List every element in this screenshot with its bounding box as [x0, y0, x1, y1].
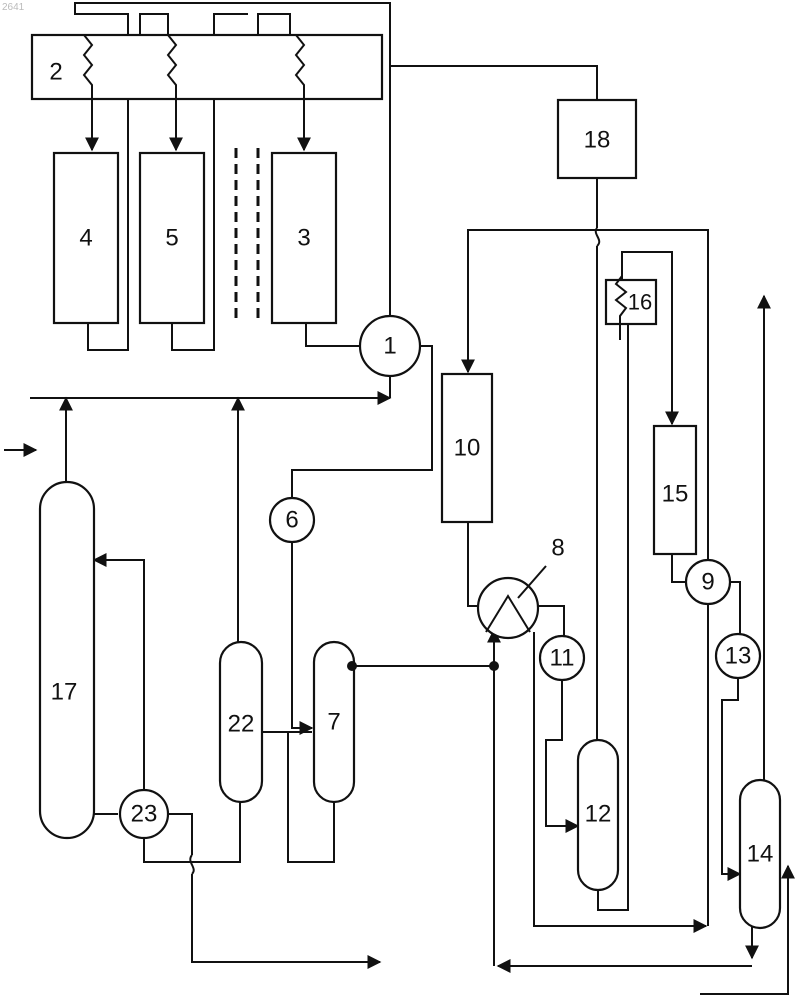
line-5-top-loop: [140, 14, 168, 34]
line-8-to-11: [538, 606, 564, 636]
unit-13-label: 13: [725, 643, 752, 670]
line-3-top-loop: [258, 14, 290, 34]
line-6-to-7: [292, 540, 312, 728]
unit-10-label: 10: [454, 435, 481, 462]
line-15-to-9: [672, 554, 686, 582]
line-23-out: [168, 814, 192, 855]
watermark-text: 2641: [2, 2, 25, 13]
unit-1-label: 1: [383, 333, 396, 360]
line-23-to-bottom: [192, 874, 380, 962]
unit-4-label: 4: [79, 225, 92, 252]
line-10-to-8: [468, 522, 480, 606]
unit-7-label: 7: [327, 709, 340, 736]
line-9-to-13: [730, 582, 740, 636]
unit-18-label: 18: [584, 127, 611, 154]
line-23-to-17: [94, 560, 144, 790]
unit-3-label: 3: [297, 225, 310, 252]
line-furnace-to-18: [390, 66, 597, 100]
unit-2-furnace: [32, 35, 382, 99]
line-13-to-14: [722, 678, 740, 874]
unit-9-label: 9: [701, 569, 714, 596]
line-1-to-6: [292, 346, 432, 500]
unit-23-label: 23: [131, 801, 158, 828]
unit-17-column: [40, 482, 94, 838]
unit-16-label: 16: [628, 290, 652, 315]
unit-15-label: 15: [662, 481, 689, 508]
unit-6-label: 6: [285, 507, 298, 534]
unit-8-label: 8: [551, 535, 564, 562]
unit-2-label: 2: [49, 59, 62, 86]
line-23-crossover: [190, 855, 193, 874]
line-11-to-12: [546, 680, 578, 826]
unit-12-label: 12: [585, 801, 612, 828]
junction-dot-8: [489, 661, 499, 671]
unit-22-label: 22: [228, 711, 255, 738]
junction-dot-7: [347, 661, 357, 671]
unit-14-label: 14: [747, 841, 774, 868]
line-3-to-1: [306, 323, 360, 346]
unit-11-label: 11: [550, 645, 575, 672]
unit-17-label: 17: [51, 679, 78, 706]
unit-5-label: 5: [165, 225, 178, 252]
line-16-to-15: [622, 252, 672, 424]
